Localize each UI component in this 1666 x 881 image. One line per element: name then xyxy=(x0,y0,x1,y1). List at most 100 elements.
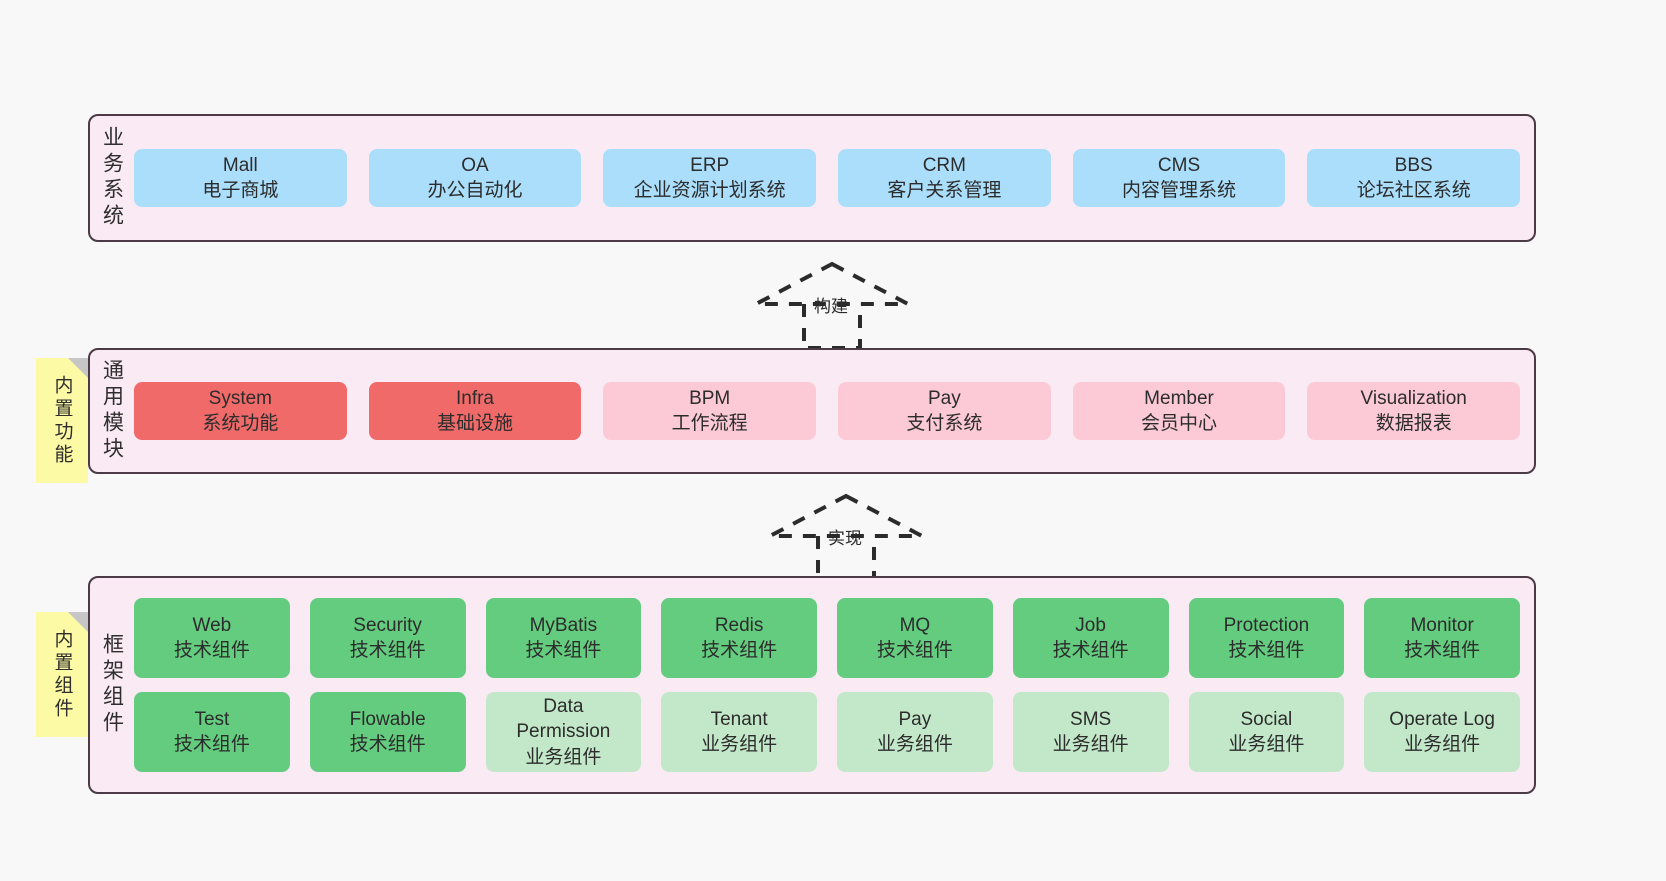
component-card-desc: 业务组件 xyxy=(1052,734,1129,755)
module-card-infra[interactable]: Infra 基础设施 xyxy=(368,381,582,441)
component-card-operate-log[interactable]: Operate Log 业务组件 xyxy=(1364,692,1520,772)
component-card-test[interactable]: Test 技术组件 xyxy=(134,692,290,772)
module-card-desc: 电子商城 xyxy=(202,180,279,201)
component-card-desc: 技术组件 xyxy=(349,734,426,755)
layer-row: Web 技术组件 Security 技术组件 MyBatis 技术组件 Redi… xyxy=(134,598,1520,678)
component-card-desc: 业务组件 xyxy=(1228,734,1305,755)
component-card-name: Job xyxy=(1075,614,1106,636)
component-card-name: Monitor xyxy=(1410,614,1474,636)
component-card-name: Operate Log xyxy=(1389,708,1495,730)
module-card-desc: 支付系统 xyxy=(906,413,983,434)
component-card-security[interactable]: Security 技术组件 xyxy=(309,598,466,678)
component-card-desc: 业务组件 xyxy=(701,734,778,755)
component-card-social[interactable]: Social 业务组件 xyxy=(1188,692,1345,772)
module-card-desc: 数据报表 xyxy=(1375,413,1452,434)
module-card-name: Infra xyxy=(455,387,495,409)
module-card-name: Mall xyxy=(222,154,258,176)
component-card-name: Tenant xyxy=(710,708,768,730)
sticky-fold-corner-icon xyxy=(68,358,88,378)
component-card-tenant[interactable]: Tenant 业务组件 xyxy=(661,692,817,772)
component-card-name: MQ xyxy=(899,614,931,636)
module-card-name: Pay xyxy=(927,387,961,409)
module-card-visualization[interactable]: Visualization 数据报表 xyxy=(1307,381,1521,441)
component-card-desc: 业务组件 xyxy=(525,746,602,768)
component-card-name: Pay xyxy=(898,708,932,730)
module-card-desc: 客户关系管理 xyxy=(887,180,1002,201)
module-card-crm[interactable]: CRM 客户关系管理 xyxy=(838,148,1051,208)
layer-label-framework-component: 框架组件 xyxy=(100,633,124,737)
component-card-desc: 技术组件 xyxy=(1052,640,1129,661)
component-card-desc: 技术组件 xyxy=(1228,640,1305,661)
connector-build-label: 构建 xyxy=(814,297,848,316)
component-card-desc: 技术组件 xyxy=(701,640,778,661)
component-card-desc: 技术组件 xyxy=(525,640,602,661)
layer-body-framework-component: Web 技术组件 Security 技术组件 MyBatis 技术组件 Redi… xyxy=(134,578,1534,792)
module-card-name: CMS xyxy=(1157,154,1201,176)
component-card-desc: 技术组件 xyxy=(173,640,250,661)
component-card-job[interactable]: Job 技术组件 xyxy=(1012,598,1169,678)
module-card-name: ERP xyxy=(690,154,730,176)
module-card-desc: 系统功能 xyxy=(202,413,279,434)
sticky-note-builtin-function: 内置功能 xyxy=(36,358,88,483)
module-card-cms[interactable]: CMS 内容管理系统 xyxy=(1072,148,1286,208)
module-card-pay[interactable]: Pay 支付系统 xyxy=(838,381,1051,441)
component-card-name: Redis xyxy=(714,614,764,636)
connector-implement-label: 实现 xyxy=(828,529,862,548)
component-card-name: MyBatis xyxy=(529,614,598,636)
sticky-note-label: 内置功能 xyxy=(51,374,73,467)
layer-row: Test 技术组件 Flowable 技术组件 Data Permission … xyxy=(134,692,1520,772)
layer-panel-common-module: 通用模块 System 系统功能 Infra 基础设施 BPM 工作流程 Pay… xyxy=(88,348,1536,474)
connector-implement: 实现 xyxy=(766,490,926,582)
component-card-name: Flowable xyxy=(349,708,426,730)
component-card-name: Security xyxy=(353,614,422,636)
module-card-bpm[interactable]: BPM 工作流程 xyxy=(603,381,817,441)
component-card-sms[interactable]: SMS 业务组件 xyxy=(1012,692,1169,772)
connector-build: 构建 xyxy=(752,258,912,350)
module-card-mall[interactable]: Mall 电子商城 xyxy=(134,148,347,208)
layer-panel-framework-component: 框架组件 Web 技术组件 Security 技术组件 MyBatis 技术组件… xyxy=(88,576,1536,794)
component-card-mq[interactable]: MQ 技术组件 xyxy=(837,598,993,678)
component-card-desc: 技术组件 xyxy=(349,640,426,661)
component-card-name: Web xyxy=(192,614,232,636)
module-card-oa[interactable]: OA 办公自动化 xyxy=(368,148,582,208)
component-card-monitor[interactable]: Monitor 技术组件 xyxy=(1364,598,1520,678)
module-card-desc: 办公自动化 xyxy=(427,180,523,201)
component-card-redis[interactable]: Redis 技术组件 xyxy=(661,598,817,678)
layer-body-business-system: Mall 电子商城 OA 办公自动化 ERP 企业资源计划系统 CRM 客户关系… xyxy=(134,116,1534,240)
module-card-desc: 内容管理系统 xyxy=(1122,180,1237,201)
module-card-system[interactable]: System 系统功能 xyxy=(134,381,347,441)
module-card-member[interactable]: Member 会员中心 xyxy=(1072,381,1286,441)
component-card-web[interactable]: Web 技术组件 xyxy=(134,598,290,678)
layer-label-business-system: 业务系统 xyxy=(100,126,124,230)
component-card-flowable[interactable]: Flowable 技术组件 xyxy=(309,692,466,772)
component-card-desc: 业务组件 xyxy=(876,734,953,755)
module-card-name: System xyxy=(208,387,273,409)
component-card-name: SMS xyxy=(1070,708,1112,730)
module-card-name: Member xyxy=(1144,387,1214,409)
component-card-pay[interactable]: Pay 业务组件 xyxy=(837,692,993,772)
sticky-note-label: 内置组件 xyxy=(51,628,73,721)
module-card-erp[interactable]: ERP 企业资源计划系统 xyxy=(603,148,817,208)
component-card-mybatis[interactable]: MyBatis 技术组件 xyxy=(485,598,642,678)
module-card-desc: 工作流程 xyxy=(671,413,748,434)
module-card-name: CRM xyxy=(922,154,966,176)
component-card-desc: 业务组件 xyxy=(1404,734,1481,755)
component-card-name: Test xyxy=(194,708,230,730)
component-card-data-permission[interactable]: Data Permission 业务组件 xyxy=(485,692,642,772)
module-card-desc: 基础设施 xyxy=(437,413,514,434)
component-card-desc: 技术组件 xyxy=(876,640,953,661)
layer-row: Mall 电子商城 OA 办公自动化 ERP 企业资源计划系统 CRM 客户关系… xyxy=(134,148,1521,208)
layer-label-common-module: 通用模块 xyxy=(100,359,124,463)
module-card-name: Visualization xyxy=(1360,387,1467,409)
module-card-desc: 企业资源计划系统 xyxy=(633,180,786,201)
module-card-name: BPM xyxy=(689,387,731,409)
sticky-note-builtin-component: 内置组件 xyxy=(36,612,88,737)
component-card-protection[interactable]: Protection 技术组件 xyxy=(1188,598,1345,678)
component-card-desc: 技术组件 xyxy=(1404,640,1481,661)
module-card-desc: 会员中心 xyxy=(1141,413,1218,434)
sticky-fold-corner-icon xyxy=(68,612,88,632)
layer-panel-business-system: 业务系统 Mall 电子商城 OA 办公自动化 ERP 企业资源计划系统 CRM… xyxy=(88,114,1536,242)
layer-row: System 系统功能 Infra 基础设施 BPM 工作流程 Pay 支付系统… xyxy=(134,381,1521,441)
module-card-bbs[interactable]: BBS 论坛社区系统 xyxy=(1307,148,1521,208)
